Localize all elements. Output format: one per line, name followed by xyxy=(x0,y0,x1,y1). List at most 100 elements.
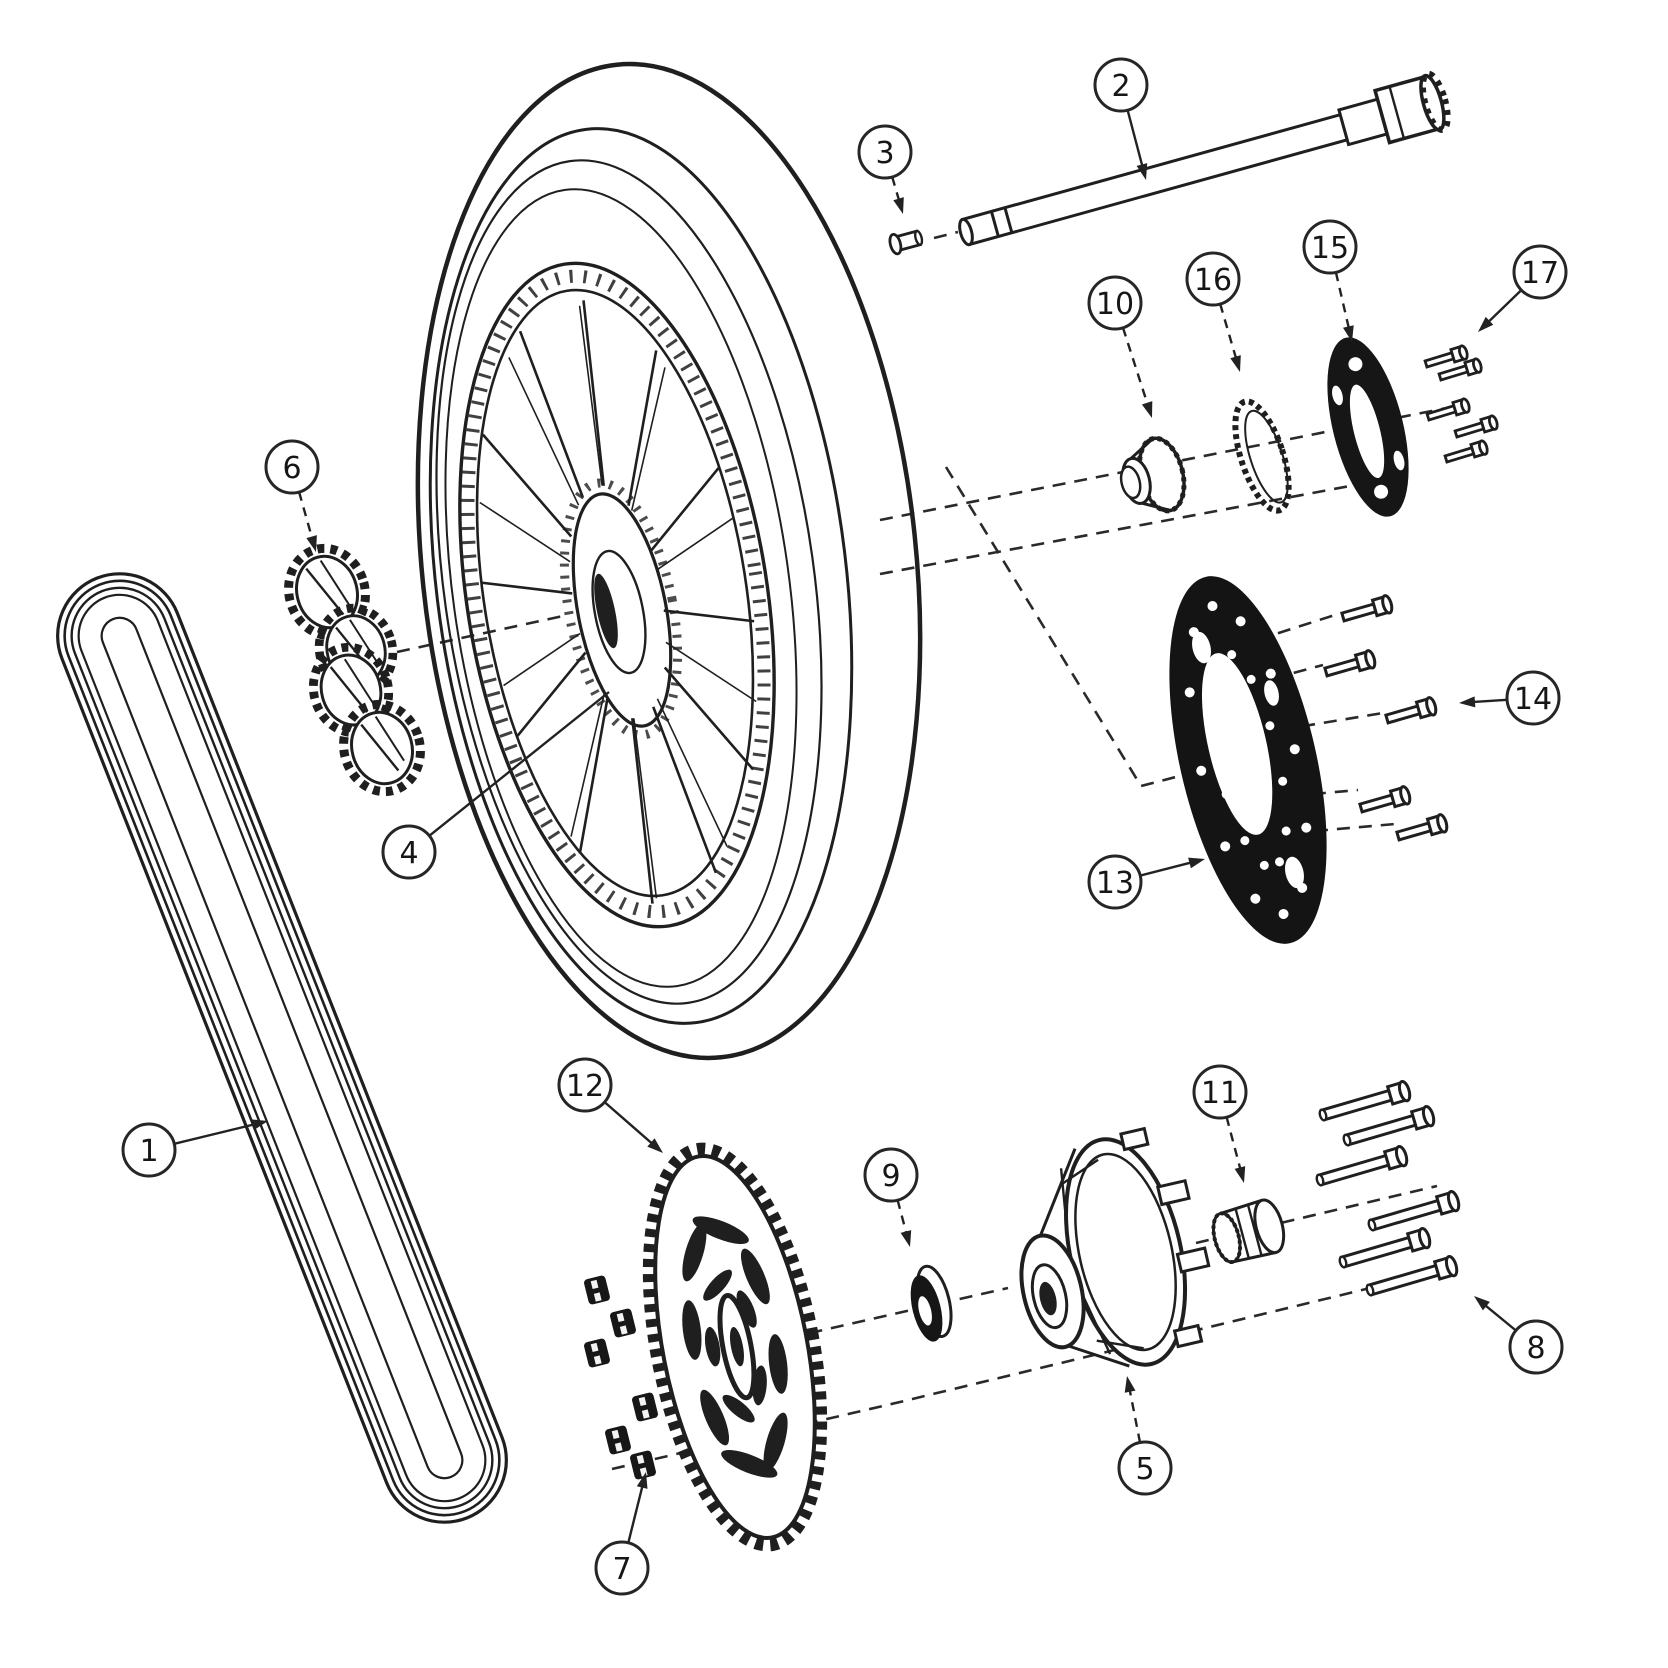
sprocket-slot xyxy=(740,1248,770,1305)
disc-drill-hole xyxy=(1227,650,1237,660)
sprocket-slot xyxy=(682,1223,707,1282)
wheel-spoke xyxy=(627,350,658,506)
callout-circle-17 xyxy=(1512,244,1568,300)
disc-drill-hole xyxy=(1281,826,1291,836)
disc-drill-hole xyxy=(1275,857,1285,867)
wheel-spoke xyxy=(518,330,584,498)
leader-line-3 xyxy=(891,176,901,202)
disc-bolt xyxy=(1357,784,1414,819)
wheel-spoke xyxy=(570,693,606,837)
tire-sidewall-1 xyxy=(428,127,854,1025)
disc-drill-hole xyxy=(1207,601,1218,612)
wheel-hub-hatch xyxy=(559,478,683,740)
callout-label-3: 3 xyxy=(875,136,894,171)
wheel-spoke xyxy=(578,698,609,854)
leader-line-2 xyxy=(1126,109,1144,168)
rotor-bolts xyxy=(1422,343,1501,468)
leader-line-9 xyxy=(896,1199,908,1235)
cush-drive-rubbers xyxy=(279,540,430,801)
callout-3-adjuster-bolt: 3 xyxy=(857,124,913,214)
tire-sidewall-2 xyxy=(435,159,823,1005)
wheel-spokes xyxy=(479,300,757,904)
disc-drill-hole xyxy=(1259,860,1269,870)
wheel-spoke xyxy=(516,651,587,737)
leader-arrowhead-2 xyxy=(1136,163,1148,180)
leader-arrowhead-15 xyxy=(1343,325,1354,342)
leader-line-11 xyxy=(1225,1116,1242,1171)
wheel-spoke xyxy=(508,357,580,506)
leader-arrowhead-6 xyxy=(306,535,317,552)
wheel-spoke xyxy=(665,641,757,703)
callout-5-wheel-hub: 5 xyxy=(1117,1376,1173,1496)
callout-label-13: 13 xyxy=(1096,866,1134,901)
disc-bolt xyxy=(1322,648,1379,683)
callout-11-hub-spacer: 11 xyxy=(1192,1064,1248,1183)
callout-16-shim-ring: 16 xyxy=(1185,251,1241,372)
sprocket-slot xyxy=(763,1412,788,1471)
callout-6-cush-drive-rubbers: 6 xyxy=(264,439,320,552)
callout-label-16: 16 xyxy=(1194,263,1232,298)
hub-bolt xyxy=(1312,1143,1411,1192)
wheel-spoke xyxy=(630,367,666,511)
rear-sprocket xyxy=(642,1142,828,1552)
leader-line-10 xyxy=(1121,327,1150,406)
disc-drill-hole xyxy=(1240,836,1250,846)
wheel-spoke xyxy=(656,698,728,847)
hub-bolt xyxy=(1362,1253,1461,1302)
callout-1-drive-belt: 1 xyxy=(121,1119,268,1178)
drive-belt xyxy=(56,572,508,1524)
wheel-spoke xyxy=(503,632,581,687)
callout-label-1: 1 xyxy=(139,1134,158,1169)
leader-arrowhead-16 xyxy=(1230,355,1241,372)
callout-circle-4 xyxy=(381,824,437,880)
leader-arrowhead-13 xyxy=(1188,857,1205,869)
callout-circle-5 xyxy=(1117,1440,1173,1496)
disc-drill-hole xyxy=(1196,765,1207,776)
disc-drill-hole xyxy=(1211,653,1221,663)
wheel-spoke xyxy=(655,517,733,572)
sprocket-lightening-slots xyxy=(682,1216,788,1478)
rotor-bolt xyxy=(1424,396,1473,426)
wheel-spoke xyxy=(649,467,720,553)
callout-circle-16 xyxy=(1185,251,1241,307)
leader-arrowhead-11 xyxy=(1234,1166,1246,1183)
rim-hatch xyxy=(461,269,771,919)
sprocket-nut xyxy=(583,1274,611,1306)
axis-axle-end xyxy=(933,230,959,240)
disc-drill-hole xyxy=(1265,668,1276,679)
callout-label-4: 4 xyxy=(399,836,418,871)
disc-bolt xyxy=(1383,695,1440,730)
wheel-spoke xyxy=(479,501,571,563)
callout-label-8: 8 xyxy=(1526,1331,1545,1366)
callout-label-17: 17 xyxy=(1521,256,1559,291)
hub-bolt xyxy=(1364,1188,1463,1237)
callout-13-brake-disc: 13 xyxy=(1087,854,1205,910)
wheel-hub xyxy=(1019,1126,1211,1368)
rear-axle xyxy=(958,70,1451,247)
leader-line-4 xyxy=(428,691,610,837)
sprocket-nut xyxy=(631,1391,659,1423)
disc-bolts xyxy=(1322,593,1451,847)
disc-drill-hole xyxy=(1246,674,1256,684)
disc-drill-hole xyxy=(1184,687,1195,698)
leader-line-6 xyxy=(297,491,314,540)
leader-line-5 xyxy=(1128,1388,1142,1443)
callout-circle-1 xyxy=(121,1122,177,1178)
wheel-spoke xyxy=(578,305,603,486)
leader-line-8 xyxy=(1483,1303,1517,1332)
disc-drill-hole xyxy=(1208,734,1218,744)
disc-drill-hole xyxy=(1301,822,1312,833)
callout-label-9: 9 xyxy=(881,1159,900,1194)
leader-arrowhead-17 xyxy=(1478,316,1494,332)
axis-hub-right xyxy=(1195,1184,1438,1245)
disc-drill-hole xyxy=(1221,789,1231,799)
disc-drill-hole xyxy=(1235,616,1246,627)
callout-circle-2 xyxy=(1093,57,1149,113)
sprocket-slot xyxy=(682,1300,702,1360)
rotor-bolt xyxy=(1452,413,1501,443)
axis-disc-bolt-1 xyxy=(1256,611,1342,642)
wheel-hub-slot xyxy=(594,573,618,649)
leader-arrowhead-12 xyxy=(647,1138,663,1153)
disc-bolt xyxy=(1339,593,1396,628)
sprocket-slot xyxy=(721,1450,778,1478)
